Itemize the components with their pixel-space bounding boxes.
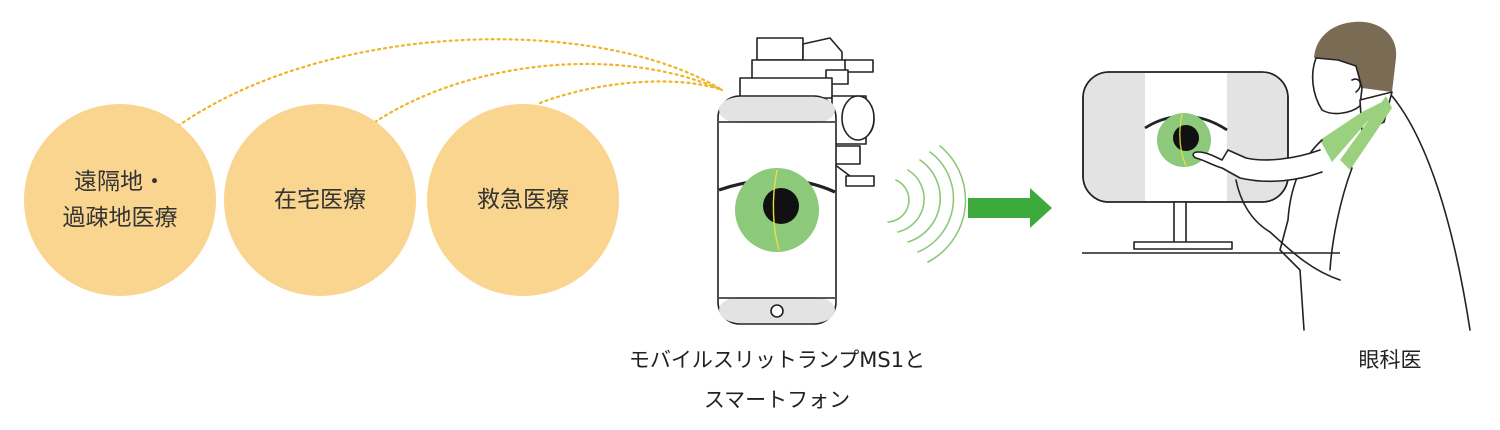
setting-circles	[24, 104, 619, 296]
slit-lamp-smartphone-icon	[717, 37, 875, 325]
setting-label-home-line-1: 在宅医療	[274, 187, 366, 213]
right-arrow-icon	[968, 188, 1052, 228]
device-caption-line-2: スマートフォン	[703, 388, 851, 412]
device-caption-line-1: モバイルスリットランプMS1と	[628, 348, 926, 372]
setting-label-remote: 遠隔地・ 過疎地医療	[40, 164, 200, 236]
connection-line-emergency	[538, 80, 724, 105]
setting-label-remote-line-1: 遠隔地・	[74, 169, 166, 195]
doctor-caption: 眼科医	[1340, 340, 1440, 380]
setting-circle-home	[224, 104, 416, 296]
setting-circle-emergency	[427, 104, 619, 296]
device-caption: モバイルスリットランプMS1と スマートフォン	[600, 340, 954, 420]
connection-lines	[176, 38, 724, 128]
doctor-caption-text: 眼科医	[1358, 348, 1422, 372]
setting-circle-remote	[24, 104, 216, 296]
connection-line-remote	[176, 38, 724, 128]
setting-label-home: 在宅医療	[240, 182, 400, 218]
setting-label-remote-line-2: 過疎地医療	[62, 205, 178, 231]
connection-line-home	[373, 62, 724, 124]
setting-label-emergency: 救急医療	[443, 182, 603, 218]
wireless-signal-icon	[887, 145, 967, 263]
setting-label-emergency-line-1: 救急医療	[477, 187, 569, 213]
ophthalmologist-icon	[1192, 21, 1471, 331]
